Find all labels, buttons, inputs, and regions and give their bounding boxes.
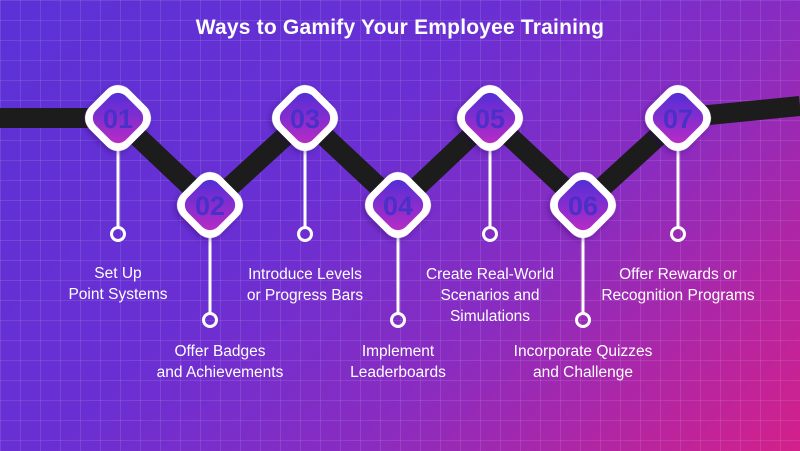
step-02-dot — [202, 312, 218, 328]
step-02-badge — [184, 179, 236, 231]
step-07-badge — [652, 92, 704, 144]
step-03-dot — [297, 226, 313, 242]
step-05-dot — [482, 226, 498, 242]
step-06-dot — [575, 312, 591, 328]
step-07-label: Offer Rewards or Recognition Programs — [588, 264, 768, 306]
step-01-label-line: Point Systems — [68, 286, 168, 303]
step-04: 04 — [365, 172, 431, 328]
step-04-label: Implement Leaderboards — [308, 341, 488, 383]
step-02-label-line: Offer Badges — [174, 343, 266, 360]
step-05-label-line: Scenarios and — [440, 287, 540, 304]
step-07: 07 — [645, 85, 711, 242]
step-02-number: 02 — [195, 191, 225, 221]
step-01-badge — [92, 92, 144, 144]
step-03-badge — [279, 92, 331, 144]
step-05-label: Create Real-World Scenarios and Simulati… — [400, 264, 580, 327]
step-06: 06 — [550, 172, 616, 328]
step-03-label: Introduce Levels or Progress Bars — [215, 264, 395, 306]
step-01-label: Set Up Point Systems — [28, 263, 208, 305]
step-05: 05 — [457, 85, 523, 242]
step-06-badge — [557, 179, 609, 231]
step-03: 03 — [272, 85, 338, 242]
step-07-label-line: Recognition Programs — [601, 287, 755, 304]
step-06-number: 06 — [568, 191, 598, 221]
step-03-label-line: Introduce Levels — [248, 266, 362, 283]
step-06-label: Incorporate Quizzes and Challenge — [493, 341, 673, 383]
step-02: 02 — [177, 172, 243, 328]
step-07-dot — [670, 226, 686, 242]
step-05-number: 05 — [475, 104, 505, 134]
step-01-dot — [110, 226, 126, 242]
step-03-number: 03 — [290, 104, 320, 134]
step-05-label-line: Simulations — [449, 308, 531, 325]
step-04-badge — [372, 179, 424, 231]
step-06-label-line: and Challenge — [533, 364, 633, 381]
step-01-label-line: Set Up — [94, 265, 142, 282]
step-02-label-line: and Achievements — [156, 364, 284, 381]
step-06-label-line: Incorporate Quizzes — [513, 343, 653, 360]
step-04-number: 04 — [383, 191, 413, 221]
step-07-label-line: Offer Rewards or — [619, 266, 737, 283]
step-01: 01 — [85, 85, 151, 242]
step-01-number: 01 — [103, 104, 133, 134]
step-02-label: Offer Badges and Achievements — [130, 341, 310, 383]
step-04-label-line: Leaderboards — [350, 364, 446, 381]
step-04-dot — [390, 312, 406, 328]
step-03-label-line: or Progress Bars — [246, 287, 364, 304]
step-05-label-line: Create Real-World — [425, 266, 555, 283]
page-title: Ways to Gamify Your Employee Training — [195, 16, 605, 39]
step-07-number: 07 — [663, 104, 693, 134]
step-05-badge — [464, 92, 516, 144]
step-04-label-line: Implement — [361, 343, 435, 360]
